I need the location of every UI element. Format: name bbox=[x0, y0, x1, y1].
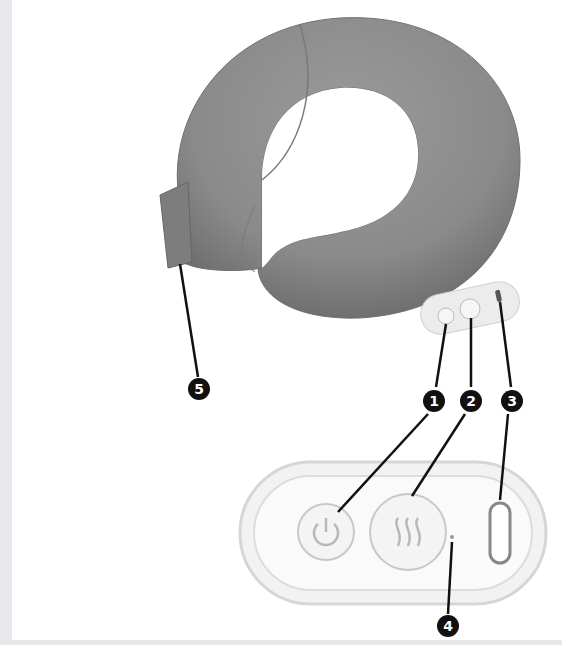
power-button bbox=[298, 504, 354, 560]
callout-number: 4 bbox=[437, 615, 459, 637]
power-button bbox=[438, 308, 454, 324]
inset-panel bbox=[240, 462, 546, 604]
heat-button bbox=[370, 494, 446, 570]
heat-icon bbox=[396, 518, 419, 546]
power-icon bbox=[325, 518, 328, 532]
callout-number: 2 bbox=[460, 390, 482, 412]
indicator-led bbox=[450, 535, 454, 539]
pillow-opening bbox=[262, 88, 418, 268]
callout-number: 5 bbox=[188, 378, 210, 400]
usb-port bbox=[495, 290, 502, 303]
neck-pillow bbox=[177, 18, 520, 319]
heat-button bbox=[460, 299, 480, 319]
side-bar bbox=[0, 0, 12, 645]
bottom-bar bbox=[0, 640, 562, 645]
callout-number: 3 bbox=[501, 390, 523, 412]
callout-number: 1 bbox=[423, 390, 445, 412]
seam bbox=[242, 205, 255, 272]
inset-panel-inner bbox=[254, 476, 532, 590]
usb-port bbox=[490, 503, 510, 563]
seam bbox=[262, 25, 308, 180]
strap bbox=[160, 182, 192, 268]
leader-lines bbox=[180, 264, 511, 614]
